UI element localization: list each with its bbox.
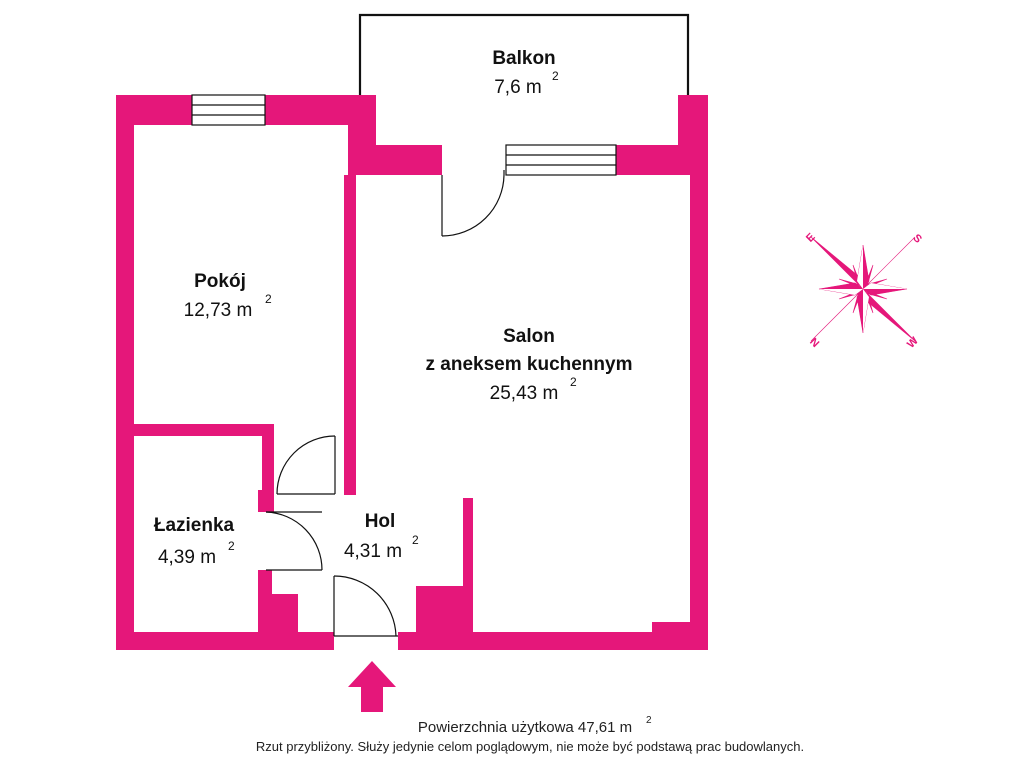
wall-left <box>116 95 134 650</box>
wall-salon-corner <box>652 622 708 642</box>
compass-s: S <box>910 232 924 246</box>
window-pokoj <box>191 94 266 126</box>
lazienka-area: 4,39 m <box>158 547 216 568</box>
pokoj-name: Pokój <box>194 271 246 292</box>
label-pokoj: Pokój 12,73 m 2 <box>184 271 272 321</box>
total-area-sup: 2 <box>646 715 652 726</box>
salon-name-line1: Salon <box>503 326 555 347</box>
door-lazienka <box>265 511 323 571</box>
balkon-area-sup: 2 <box>552 69 559 83</box>
total-area: Powierzchnia użytkowa 47,61 m <box>418 719 632 736</box>
wall-hol-block <box>416 586 472 636</box>
wall-salon-top-right <box>616 145 708 175</box>
balcony-outline <box>358 13 690 95</box>
compass-w: W <box>905 335 921 351</box>
footer: Powierzchnia użytkowa 47,61 m 2 Rzut prz… <box>256 715 804 754</box>
compass-rose-icon: E S N W <box>804 231 924 351</box>
disclaimer: Rzut przybliżony. Służy jedynie celom po… <box>256 739 804 754</box>
hol-name: Hol <box>365 511 396 532</box>
entrance-arrow-icon <box>348 661 396 712</box>
wall-salon-top-left <box>348 145 442 175</box>
label-balkon: Balkon 7,6 m 2 <box>492 48 559 98</box>
balkon-area: 7,6 m <box>494 77 542 98</box>
door-entrance <box>333 575 398 637</box>
wall-hol-right <box>463 498 473 636</box>
door-balcony <box>441 170 505 237</box>
label-salon: Salon z aneksem kuchennym 25,43 m 2 <box>426 326 633 404</box>
salon-area-sup: 2 <box>570 375 577 389</box>
balkon-name: Balkon <box>492 48 555 69</box>
wall-partition-vertical <box>344 175 356 495</box>
wall-bottom-left <box>116 632 334 650</box>
wall-partition-small <box>262 424 274 494</box>
wall-right <box>690 95 708 650</box>
doors <box>265 170 505 637</box>
walls <box>116 95 708 650</box>
wall-bottom-right <box>398 632 708 650</box>
hol-area: 4,31 m <box>344 541 402 562</box>
salon-area: 25,43 m <box>490 383 559 404</box>
wall-bath-right-top <box>258 490 274 512</box>
hol-area-sup: 2 <box>412 533 419 547</box>
lazienka-name: Łazienka <box>154 515 235 536</box>
salon-name-line2: z aneksem kuchennym <box>426 354 633 375</box>
compass-n: N <box>807 336 821 350</box>
wall-partition-horizontal <box>116 424 266 436</box>
lazienka-area-sup: 2 <box>228 539 235 553</box>
label-hol: Hol 4,31 m 2 <box>344 511 419 562</box>
compass-e: E <box>804 231 818 245</box>
window-salon <box>505 144 617 176</box>
pokoj-area-sup: 2 <box>265 292 272 306</box>
door-pokoj <box>276 435 336 495</box>
windows <box>191 94 617 176</box>
pokoj-area: 12,73 m <box>184 300 253 321</box>
wall-bath-corner <box>258 594 298 636</box>
label-lazienka: Łazienka 4,39 m 2 <box>154 515 235 568</box>
